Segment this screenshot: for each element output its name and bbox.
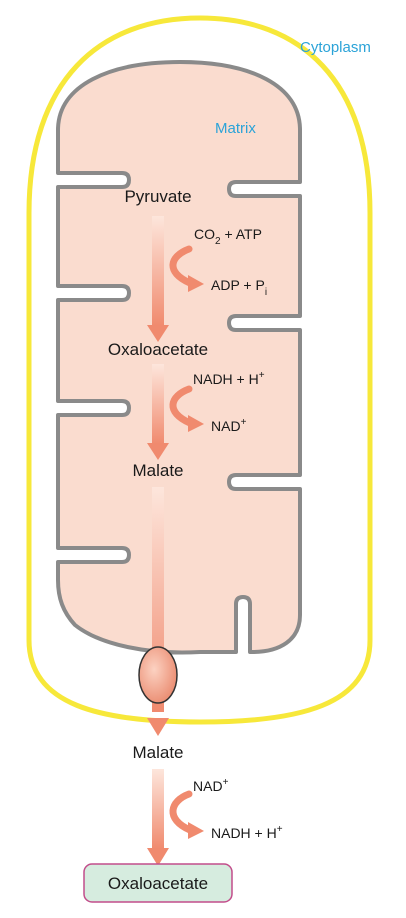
cytoplasm-label: Cytoplasm: [300, 39, 371, 56]
malate-transporter-icon: [138, 646, 178, 704]
oxaloacetate-cytoplasm-label: Oxaloacetate: [108, 874, 208, 893]
matrix-label: Matrix: [215, 120, 256, 137]
adp-pi-label: ADP + Pi: [211, 277, 267, 298]
nad-cytoplasm-label: NAD+: [193, 777, 229, 794]
oxaloacetate-cytoplasm-box: Oxaloacetate: [83, 863, 233, 903]
pyruvate-label: Pyruvate: [124, 187, 191, 206]
nadh-h-cytoplasm-label: NADH + H+: [211, 824, 283, 841]
co2-atp-label: CO2 + ATP: [194, 226, 262, 247]
oxaloacetate-matrix-label: Oxaloacetate: [108, 340, 208, 359]
malate-cytoplasm-label: Malate: [132, 743, 183, 762]
side-arrow-icon: [169, 385, 204, 432]
reaction-arrow-icon: [147, 364, 169, 460]
side-arrow-icon: [169, 245, 204, 292]
reaction-arrow-icon: [147, 216, 169, 342]
inner-membrane: [56, 60, 302, 655]
nadh-h-matrix-label: NADH + H+: [193, 370, 265, 387]
side-arrow-icon: [169, 790, 204, 839]
nad-matrix-label: NAD+: [211, 417, 247, 434]
reaction-arrow-icon: [147, 769, 169, 866]
malate-matrix-label: Malate: [132, 461, 183, 480]
